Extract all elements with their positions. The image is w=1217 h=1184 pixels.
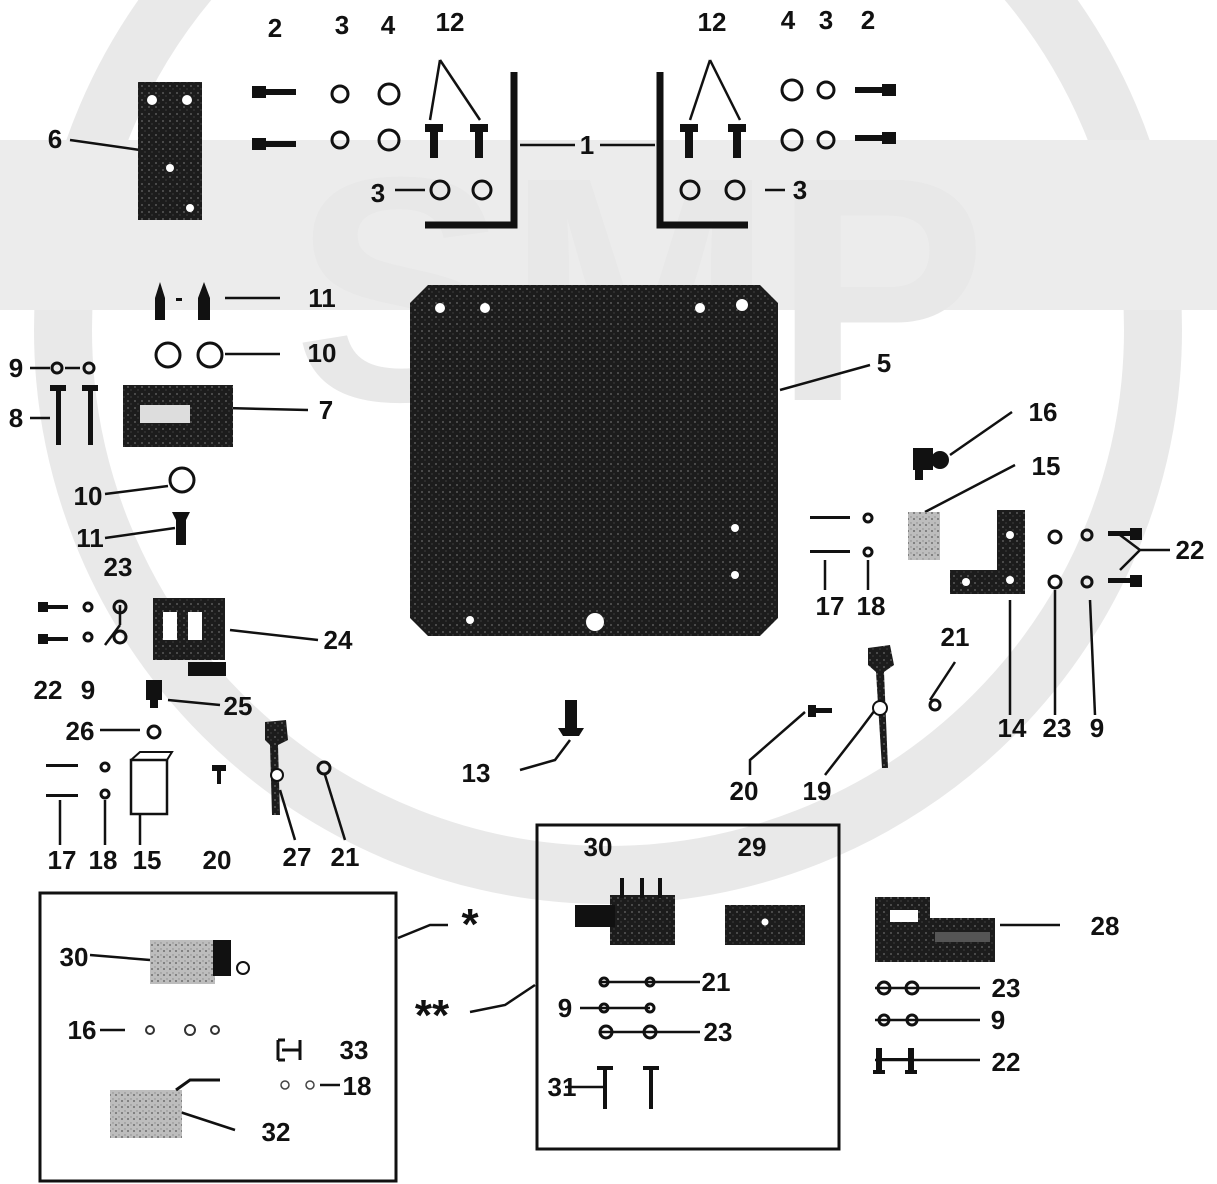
label-10-a: 10 (307, 338, 337, 368)
part-13-bolt (558, 700, 584, 736)
part-25-fitting (146, 680, 162, 708)
label-7: 7 (318, 395, 334, 425)
label-21-left: 21 (330, 842, 360, 872)
label-2-right: 2 (860, 5, 876, 35)
kit-box-double-star (535, 823, 841, 1151)
callout-double-star: ** (414, 991, 450, 1040)
label-23-left: 23 (103, 552, 133, 582)
label-18-left: 18 (88, 845, 118, 875)
label-16-right: 16 (1028, 397, 1058, 427)
label-32: 32 (261, 1117, 291, 1147)
label-4-right: 4 (780, 5, 796, 35)
part-2-screws-right (855, 84, 896, 144)
label-3-mid-right: 3 (792, 175, 808, 205)
label-16-box: 16 (67, 1015, 97, 1045)
label-21-box: 21 (701, 967, 731, 997)
label-23-box: 23 (703, 1017, 733, 1047)
part-7-valve-block (123, 385, 233, 447)
label-18-right: 18 (856, 591, 886, 621)
label-30-box1: 30 (59, 942, 89, 972)
part-11-fittings (155, 282, 210, 545)
part-20-screw-right (808, 705, 832, 717)
label-23-bottom: 23 (991, 973, 1021, 1003)
part-17-pins-left (46, 764, 78, 797)
label-21-right: 21 (940, 622, 970, 652)
label-22-right: 22 (1175, 535, 1205, 565)
label-31: 31 (547, 1072, 577, 1102)
part-17-pins-right (810, 516, 850, 553)
label-15-right: 15 (1031, 451, 1061, 481)
label-3-top-right: 3 (818, 5, 834, 35)
label-9-e: 9 (990, 1005, 1006, 1035)
label-11-b: 11 (76, 523, 104, 553)
label-24: 24 (323, 625, 353, 655)
label-29: 29 (737, 832, 767, 862)
kit-box-single-star (38, 891, 398, 1183)
part-15-block-right (908, 512, 940, 560)
label-27: 27 (282, 842, 312, 872)
part-28-plate (875, 897, 995, 962)
label-15-left: 15 (132, 845, 162, 875)
label-6: 6 (47, 124, 63, 154)
part-27-lever (265, 720, 288, 815)
washers (50, 78, 1094, 1040)
part-22-screws-right (1108, 528, 1142, 587)
part-24-valve (153, 598, 226, 676)
label-3-mid-left: 3 (370, 178, 386, 208)
label-20-left: 20 (202, 845, 232, 875)
part-16-fitting (913, 448, 949, 480)
label-19: 19 (802, 776, 832, 806)
part-15-block-left (129, 751, 174, 816)
label-28: 28 (1090, 911, 1120, 941)
label-33: 33 (339, 1035, 369, 1065)
label-13: 13 (461, 758, 491, 788)
label-1: 1 (579, 130, 595, 160)
label-9-b: 9 (80, 675, 96, 705)
label-22-left: 22 (33, 675, 63, 705)
label-11-a: 11 (308, 283, 336, 313)
label-9-c: 9 (1089, 713, 1105, 743)
label-14: 14 (997, 713, 1027, 743)
label-17-right: 17 (815, 591, 845, 621)
part-20-screw-left (212, 765, 226, 784)
label-12-left: 12 (435, 7, 465, 37)
label-9-a: 9 (8, 353, 24, 383)
part-6-plate (138, 82, 202, 220)
label-8: 8 (8, 403, 24, 433)
label-30-box2: 30 (583, 832, 613, 862)
label-25: 25 (223, 691, 253, 721)
label-26: 26 (65, 716, 95, 746)
label-3-top-left: 3 (334, 10, 350, 40)
label-12-right: 12 (697, 7, 727, 37)
part-8-screws (50, 385, 98, 445)
label-17-left: 17 (47, 845, 77, 875)
part-5-main-plate (410, 285, 778, 636)
label-5: 5 (876, 348, 892, 378)
part-14-bracket (950, 510, 1025, 594)
part-19-lever (868, 645, 894, 768)
label-10-b: 10 (73, 481, 103, 511)
watermark-logo (0, 0, 1217, 904)
part-12-bolts (425, 124, 746, 158)
part-1-brackets (425, 72, 748, 229)
callout-single-star: * (461, 900, 479, 949)
label-20-right: 20 (729, 776, 759, 806)
label-22-bottom: 22 (991, 1047, 1021, 1077)
part-2-screws-left (252, 86, 296, 150)
label-18-box: 18 (342, 1071, 372, 1101)
label-9-d: 9 (557, 993, 573, 1023)
label-2-left: 2 (267, 13, 283, 43)
part-22-screws-left (38, 602, 68, 644)
label-23-right: 23 (1042, 713, 1072, 743)
part-22-screws-bottom (873, 1048, 917, 1074)
label-4-left: 4 (380, 10, 396, 40)
